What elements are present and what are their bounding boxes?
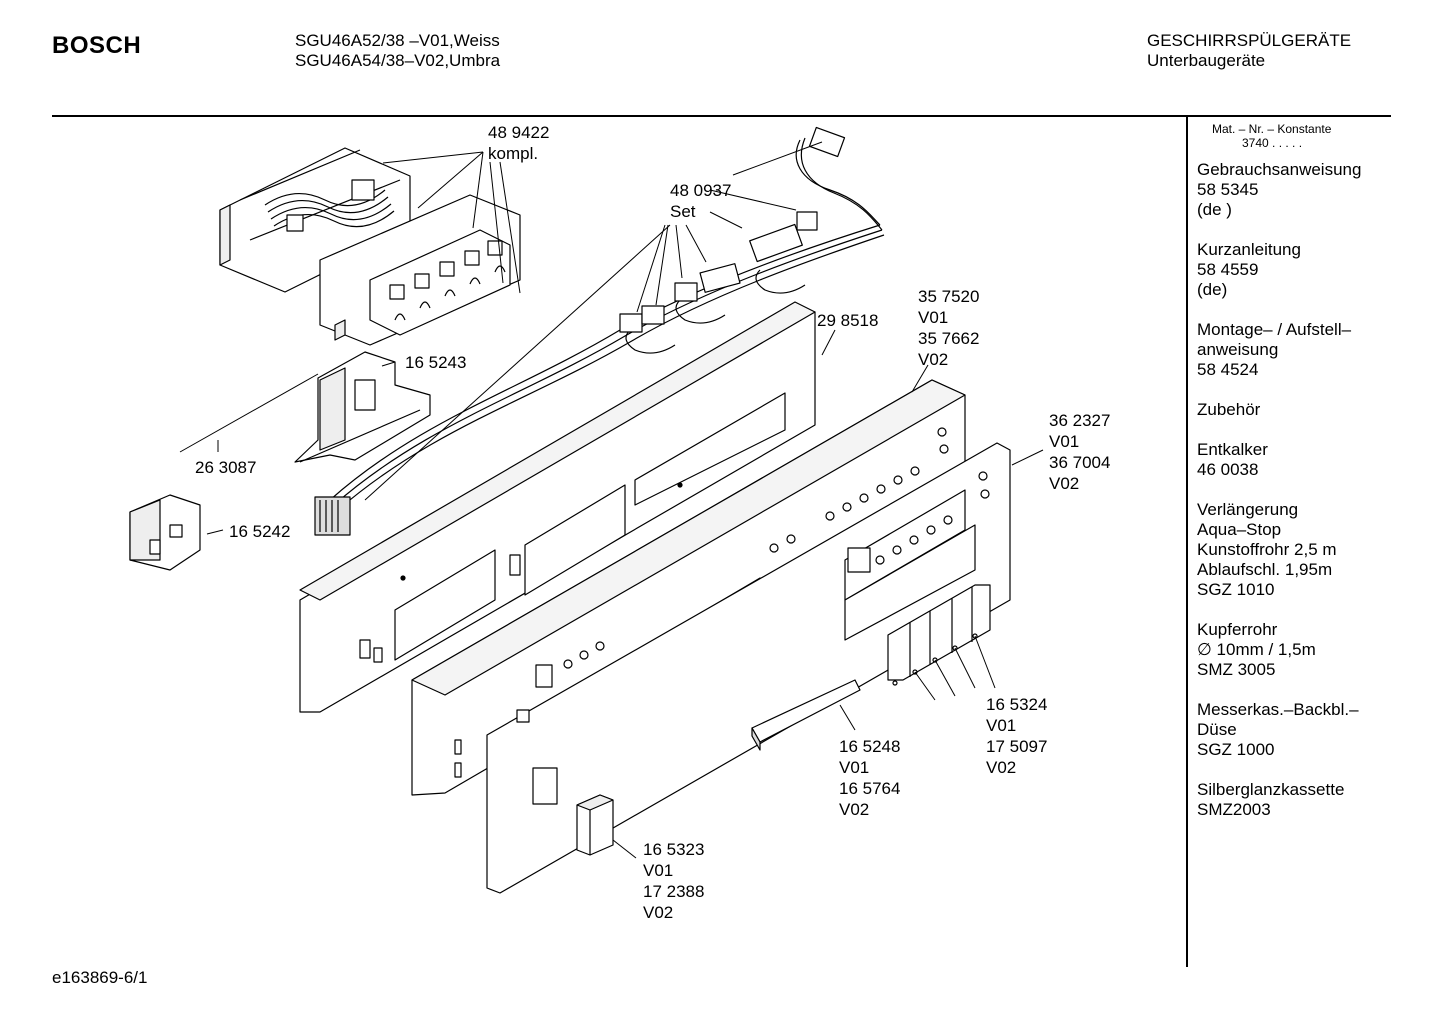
header-divider: [52, 115, 1391, 117]
callout-165243: 16 5243: [405, 353, 467, 372]
callout-165242: 16 5242: [229, 522, 291, 541]
sidebar-line: Kupferrohr: [1197, 620, 1278, 639]
bracket-part-165243: [294, 351, 431, 463]
callout-165248: 16 5248 V01 16 5764 V02: [839, 737, 901, 819]
sidebar-line: 58 4524: [1197, 360, 1259, 379]
sidebar-line: Düse: [1197, 720, 1237, 739]
sidebar-line: SMZ2003: [1197, 800, 1271, 819]
callout-165324: 16 5324 V01 17 5097 V02: [986, 695, 1048, 777]
sidebar-divider: [1186, 117, 1188, 967]
sidebar-line: ∅ 10mm / 1,5m: [1197, 640, 1316, 659]
sidebar-line: Verlängerung: [1197, 500, 1299, 519]
sidebar-line: Entkalker: [1197, 440, 1268, 459]
callout-263087: 26 3087: [195, 458, 257, 477]
category-info: GESCHIRRSPÜLGERÄTE Unterbaugeräte: [1147, 31, 1351, 71]
knob-cap-part-165323: [576, 794, 614, 856]
wiring-harness-part: [314, 126, 885, 536]
sidebar-line: Montage– / Aufstell–: [1197, 320, 1352, 339]
exploded-parts-diagram: [129, 126, 1044, 894]
callout-298518: 29 8518: [817, 311, 879, 330]
sidebar-header-label: Mat. – Nr. – Konstante: [1212, 122, 1332, 136]
leader-lines: [179, 141, 1044, 859]
model-line-2: SGU46A54/38–V02,Umbra: [295, 51, 501, 70]
callout-165323: 16 5323 V01 17 2388 V02: [643, 840, 705, 922]
switch-part-165242: [129, 494, 201, 571]
sidebar-line: 58 4559: [1197, 260, 1259, 279]
sidebar-line: Kurzanleitung: [1197, 240, 1301, 259]
sidebar-line: (de): [1197, 280, 1228, 299]
trim-strip-part-165248: [751, 679, 861, 751]
sidebar-line: Silberglanzkassette: [1197, 780, 1345, 799]
callout-357520: 35 7520 V01 35 7662 V02: [918, 287, 980, 369]
category-line-1: GESCHIRRSPÜLGERÄTE: [1147, 31, 1352, 50]
panel-frame-part-298518: [299, 301, 816, 713]
category-line-2: Unterbaugeräte: [1147, 51, 1266, 70]
model-line-1: SGU46A52/38 –V01,Weiss: [295, 31, 500, 50]
sidebar-line: 46 0038: [1197, 460, 1259, 479]
sidebar-line: SGZ 1000: [1197, 740, 1275, 759]
callout-362327: 36 2327 V01 36 7004 V02: [1049, 411, 1111, 493]
callout-480937: 48 0937 Set: [670, 181, 732, 221]
sidebar-group: Zubehör: [1197, 400, 1387, 420]
sidebar-line: 58 5345: [1197, 180, 1259, 199]
control-board-part: [219, 147, 521, 346]
sidebar-header-value: 3740 . . . . .: [1242, 136, 1303, 150]
button-strip-part-165324: [887, 584, 991, 686]
document-code: e163869-6/1: [52, 968, 148, 987]
sidebar-line: SGZ 1010: [1197, 580, 1275, 599]
sidebar-line: Messerkas.–Backbl.–: [1197, 700, 1359, 719]
sidebar-line: SMZ 3005: [1197, 660, 1276, 679]
sidebar-line: Aqua–Stop: [1197, 520, 1282, 539]
sidebar-line: (de ): [1197, 200, 1232, 219]
brand-logo: BOSCH: [52, 32, 142, 59]
sidebar-line: anweisung: [1197, 340, 1279, 359]
front-cover-part-362327: [486, 442, 1011, 894]
accessories-sidebar: Mat. – Nr. – Konstante 3740 . . . . . Ge…: [1197, 122, 1387, 840]
callout-489422: 48 9422 kompl.: [488, 123, 550, 163]
sidebar-line: Gebrauchsanweisung: [1197, 160, 1362, 179]
sidebar-line: Ablaufschl. 1,95m: [1197, 560, 1333, 579]
sidebar-line: Zubehör: [1197, 400, 1261, 419]
model-info: SGU46A52/38 –V01,Weiss SGU46A54/38–V02,U…: [295, 31, 500, 71]
sidebar-line: Kunstoffrohr 2,5 m: [1197, 540, 1337, 559]
